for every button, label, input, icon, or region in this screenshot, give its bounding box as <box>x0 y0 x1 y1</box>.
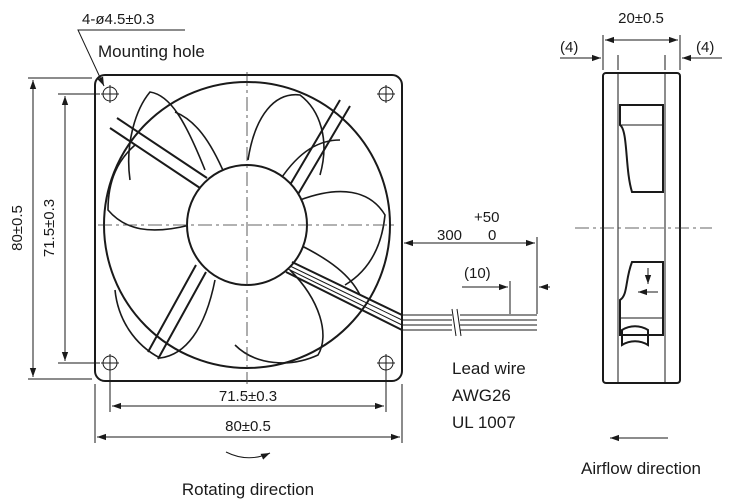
rotation-arrow <box>225 451 271 460</box>
mounting-hole-spec: 4-ø4.5±0.3 <box>82 11 154 28</box>
height-holes-dim: 71.5±0.3 <box>41 199 58 257</box>
lead-length-dim: 300 <box>437 227 462 244</box>
lead-wire-gauge: AWG26 <box>452 386 511 405</box>
lead-tolerance-plus: +50 <box>474 209 499 226</box>
lead-wire-standard: UL 1007 <box>452 413 516 432</box>
fan-frame-outer <box>94 74 403 382</box>
width-outer-dim: 80±0.5 <box>225 418 271 435</box>
side-flange-right: (4) <box>696 39 714 56</box>
side-flange-left: (4) <box>560 39 578 56</box>
lead-wire-label: Lead wire <box>452 359 526 378</box>
strip-length-dim: (10) <box>464 265 491 282</box>
mounting-hole-label: Mounting hole <box>98 42 205 61</box>
width-holes-dim: 71.5±0.3 <box>219 388 277 405</box>
lead-tolerance-minus: 0 <box>488 227 496 244</box>
mounting-holes <box>101 85 395 372</box>
side-depth-dim: 20±0.5 <box>618 10 664 27</box>
side-view <box>560 35 722 442</box>
rotating-direction-label: Rotating direction <box>182 480 314 499</box>
front-dimensions <box>28 29 403 443</box>
cable-channel <box>285 261 403 331</box>
airflow-direction-label: Airflow direction <box>581 459 701 478</box>
lead-wires <box>401 237 550 337</box>
frame-spokes <box>109 99 351 360</box>
height-outer-dim: 80±0.5 <box>9 205 26 251</box>
front-view <box>94 72 403 460</box>
fan-blades <box>107 91 386 364</box>
